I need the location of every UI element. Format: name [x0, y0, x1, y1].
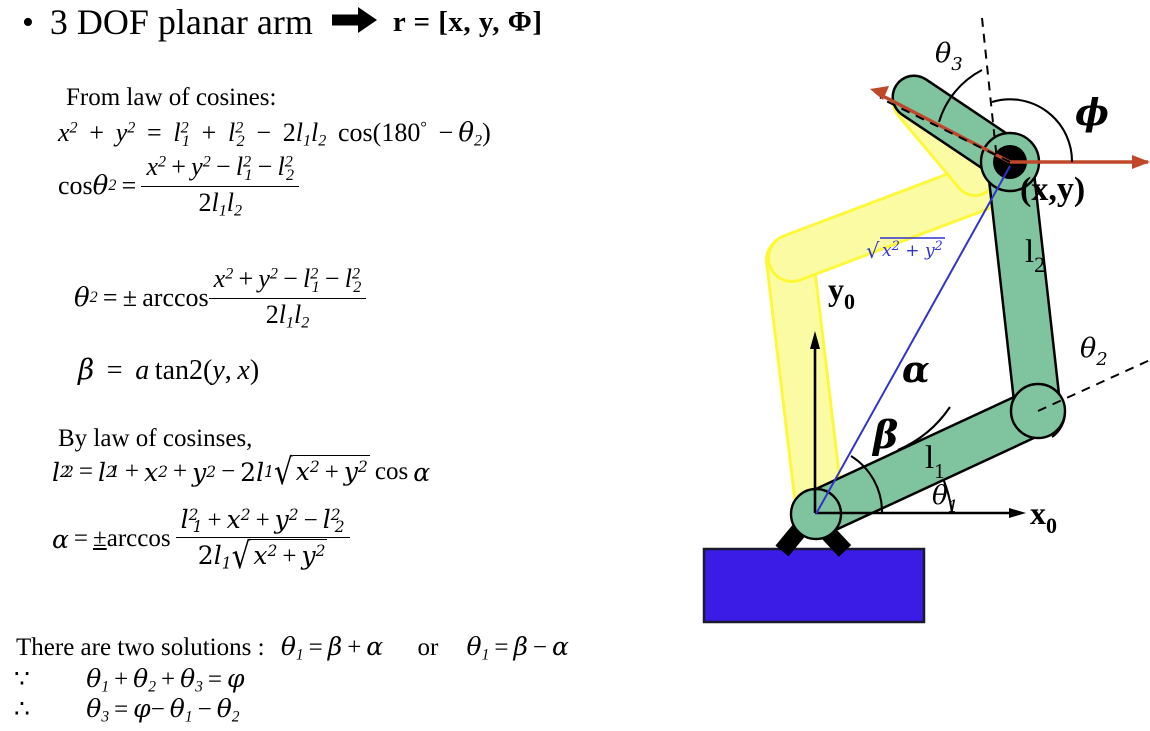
therefore-icon: ∴ — [14, 696, 30, 723]
label-phi: ϕ — [1075, 92, 1109, 134]
equation-law-of-cosines: x2 + y2 = l21 + l22 − 2l1l2 cos(180° − θ… — [58, 118, 491, 150]
because-icon: ∵ — [14, 666, 30, 693]
equation-beta-atan2: β = a tan2(y, x) — [78, 353, 260, 386]
label-theta3: θ3 — [935, 38, 963, 75]
or-text: or — [417, 634, 439, 661]
r-vector-label: r = [x, y, Φ] — [392, 6, 543, 39]
dashed-references — [879, 17, 1150, 412]
y-axis-arrowhead — [810, 331, 820, 349]
heading-from-law-of-cosines: From law of cosines: — [66, 84, 277, 111]
link-1 — [792, 387, 1062, 538]
link-2 — [986, 139, 1062, 435]
slide-title-row: • 3 DOF planar arm r = [x, y, Φ] — [22, 2, 543, 42]
angle-arcs — [850, 69, 1074, 514]
label-theta2: θ2 — [1080, 333, 1108, 370]
label-endpoint: (x,y) — [1020, 171, 1085, 208]
two-solutions-text: There are two solutions : — [16, 634, 265, 661]
conclusion-therefore-line: ∴ θ3 = φ− θ1 − θ2 — [14, 694, 240, 726]
page-title: 3 DOF planar arm — [49, 2, 313, 42]
label-theta1: θ1 — [932, 481, 958, 517]
label-x-axis: x0 — [1030, 495, 1057, 538]
radius-line — [815, 165, 1011, 515]
heading-by-law-of-cosinses: By law of cosinses, — [58, 425, 253, 452]
diagram-labels: θ3 ϕ θ2 θ1 α β l2 l1 x0 y0 (x,y) — [828, 38, 1109, 538]
label-beta: β — [871, 412, 898, 457]
svg-text:√: √ — [866, 239, 880, 263]
label-radius-expression: √ x2 + y2 — [866, 237, 945, 263]
x-axis-arrowhead — [1009, 508, 1026, 518]
svg-text:x2 + y2: x2 + y2 — [882, 239, 943, 261]
red-x-arrowhead — [1132, 155, 1150, 169]
right-arrow-icon — [331, 5, 379, 40]
label-alpha: α — [902, 349, 930, 391]
equation-alpha-solution: α = ±arccos l21 + x2 + y2 − l22 2l1√x2 +… — [52, 505, 350, 577]
base-platform — [702, 547, 926, 624]
bullet-icon: • — [22, 3, 34, 41]
robot-arm-diagram: θ3 ϕ θ2 θ1 α β l2 l1 x0 y0 (x,y) √ x2 + … — [680, 0, 1150, 726]
world-axes — [813, 341, 1016, 515]
label-y-axis: y0 — [828, 271, 855, 314]
arm-svg: θ3 ϕ θ2 θ1 α β l2 l1 x0 y0 (x,y) √ x2 + … — [702, 17, 1150, 624]
conclusion-two-solutions: There are two solutions : θ1 = β + α or … — [16, 632, 569, 664]
conclusion-because-line: ∵ θ1 + θ2 + θ3 = φ — [14, 664, 245, 696]
red-tool-arrowhead — [870, 86, 889, 100]
